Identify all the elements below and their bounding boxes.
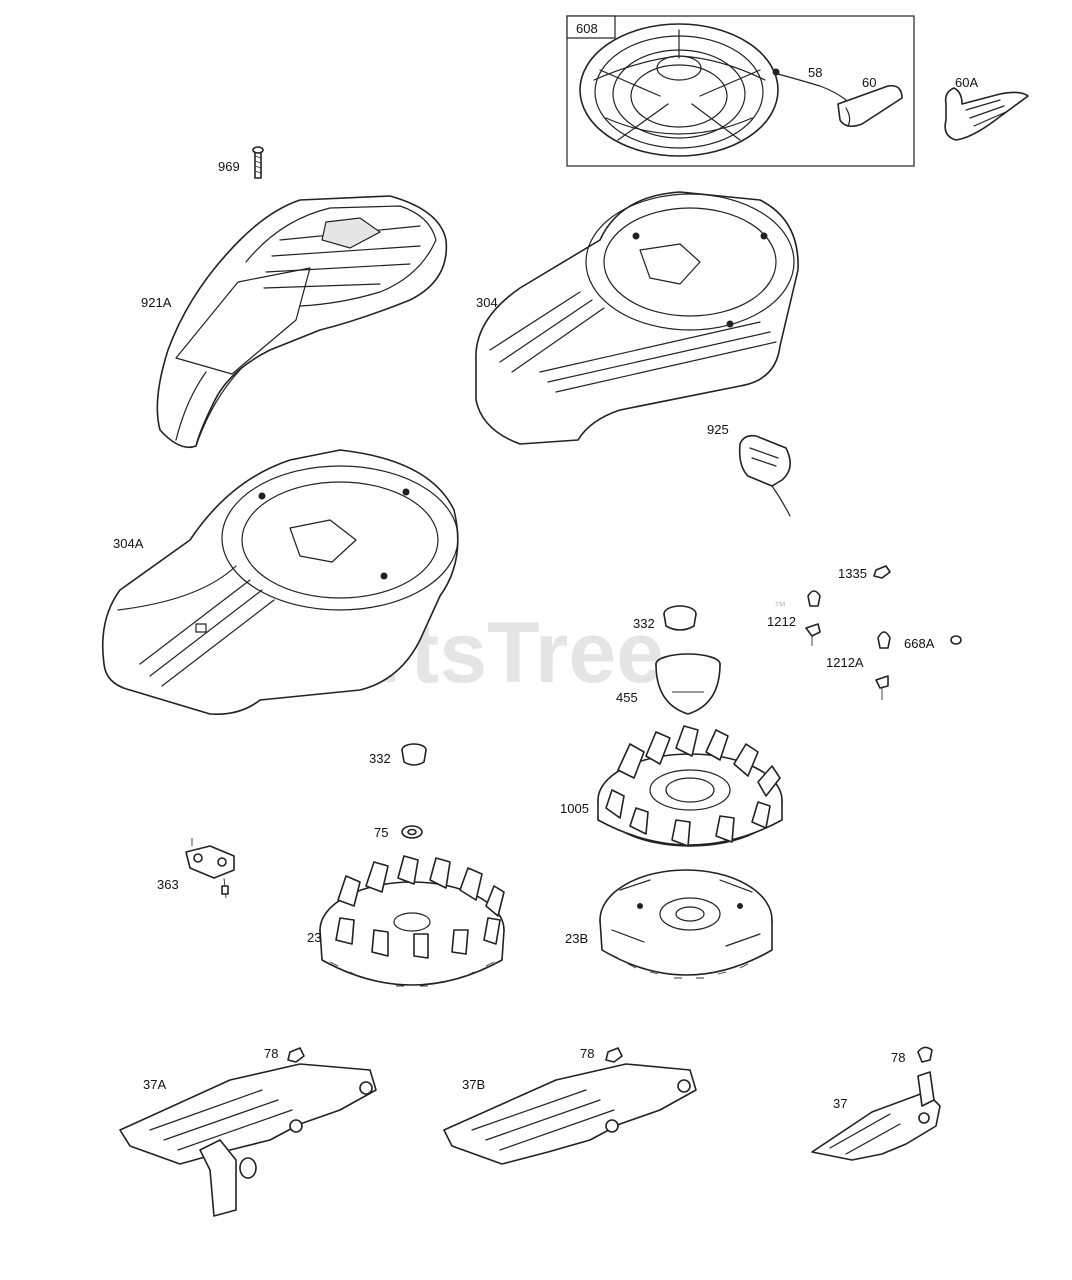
watermark-trademark: ™: [774, 599, 786, 613]
part-921a-engine-cover[interactable]: [156, 195, 448, 449]
part-925-shield[interactable]: [738, 434, 791, 517]
label-1212[interactable]: 1212: [767, 614, 796, 629]
label-60[interactable]: 60: [862, 75, 876, 90]
label-363[interactable]: 363: [157, 877, 179, 892]
label-455[interactable]: 455: [616, 690, 638, 705]
label-37[interactable]: 37: [833, 1096, 847, 1111]
part-1005-fan[interactable]: [597, 725, 783, 847]
label-58[interactable]: 58: [808, 65, 822, 80]
part-labels: 608 58 60 60A 969 921A 304 925 304A 1335…: [113, 21, 978, 1111]
label-23b[interactable]: 23B: [565, 931, 588, 946]
label-304a[interactable]: 304A: [113, 536, 144, 551]
part-1212-bolt[interactable]: [805, 590, 821, 646]
part-455-starter-cup[interactable]: [655, 653, 721, 715]
part-78-screw-right[interactable]: [917, 1046, 933, 1063]
part-78-screw-middle[interactable]: [605, 1047, 623, 1063]
label-304[interactable]: 304: [476, 295, 498, 310]
label-78-middle[interactable]: 78: [580, 1046, 594, 1061]
label-1212a[interactable]: 1212A: [826, 655, 864, 670]
part-23b-flywheel[interactable]: [599, 869, 773, 979]
part-60-starter-handle[interactable]: [837, 84, 903, 128]
part-60a-starter-handle[interactable]: [944, 87, 1029, 141]
part-37a-armature[interactable]: [119, 1063, 377, 1217]
label-925[interactable]: 925: [707, 422, 729, 437]
part-1335-nut[interactable]: [873, 565, 891, 579]
part-23-flywheel[interactable]: [319, 855, 505, 987]
part-969-screw[interactable]: [252, 146, 264, 179]
label-78-right[interactable]: 78: [891, 1050, 905, 1065]
part-75-washer[interactable]: [401, 825, 423, 839]
label-37a[interactable]: 37A: [143, 1077, 166, 1092]
label-23[interactable]: 23: [307, 930, 321, 945]
label-969[interactable]: 969: [218, 159, 240, 174]
label-921a[interactable]: 921A: [141, 295, 172, 310]
part-332-nut-lower[interactable]: [401, 743, 427, 766]
part-304-blower-housing[interactable]: [475, 191, 799, 445]
part-332-nut-upper[interactable]: [663, 605, 697, 631]
part-1212a-bolt[interactable]: [875, 631, 891, 700]
label-332-upper[interactable]: 332: [633, 616, 655, 631]
part-37b-armature[interactable]: [443, 1063, 697, 1165]
part-58-starter-rope[interactable]: [772, 68, 847, 101]
part-668a-washer[interactable]: [950, 635, 962, 645]
part-363-bracket[interactable]: [185, 838, 235, 899]
part-37-armature[interactable]: [811, 1071, 941, 1161]
label-332-lower[interactable]: 332: [369, 751, 391, 766]
label-78-left[interactable]: 78: [264, 1046, 278, 1061]
part-608-rewind-starter[interactable]: [566, 15, 915, 167]
label-60a[interactable]: 60A: [955, 75, 978, 90]
label-608[interactable]: 608: [576, 21, 598, 36]
label-668a[interactable]: 668A: [904, 636, 935, 651]
label-1005[interactable]: 1005: [560, 801, 589, 816]
part-304a-blower-housing[interactable]: [101, 449, 459, 716]
part-78-screw-left[interactable]: [287, 1047, 305, 1063]
label-37b[interactable]: 37B: [462, 1077, 485, 1092]
label-75[interactable]: 75: [374, 825, 388, 840]
label-1335[interactable]: 1335: [838, 566, 867, 581]
